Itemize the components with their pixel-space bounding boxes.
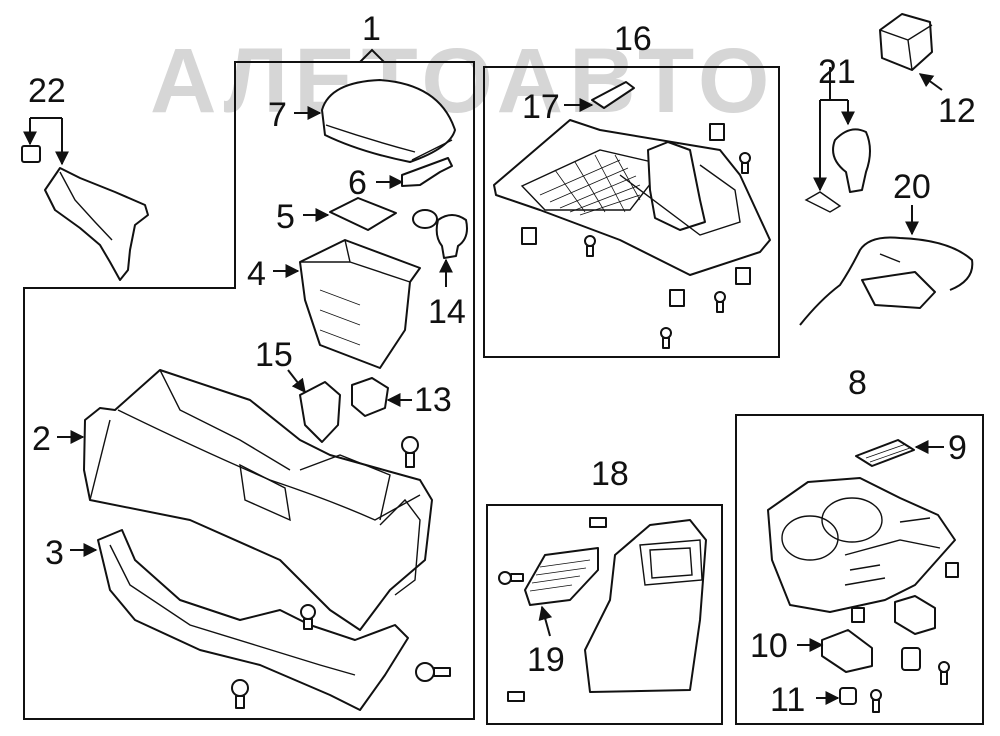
callout-12: 12 xyxy=(938,92,976,130)
part-10-switch xyxy=(821,629,873,673)
part-3-lower-rail xyxy=(97,529,409,711)
part-21-shift-knob xyxy=(804,128,871,213)
clips-cup-holder xyxy=(839,562,959,713)
leader-lines xyxy=(23,48,944,705)
part-12-switch xyxy=(879,13,933,71)
part-5-mat xyxy=(329,197,397,231)
callout-3: 3 xyxy=(45,534,64,572)
group-frame-shift-panel xyxy=(483,66,780,358)
clips-shift-panel xyxy=(521,123,751,349)
callouts: 1 2 3 4 5 6 7 8 9 10 11 12 13 14 15 16 1… xyxy=(28,10,976,719)
group-frame-rear-console xyxy=(486,504,723,725)
part-8-cup-holder xyxy=(767,477,956,613)
group-frame-console xyxy=(23,61,475,720)
callout-20: 20 xyxy=(893,168,931,206)
fasteners-rear-console xyxy=(498,517,607,702)
callout-22: 22 xyxy=(28,72,66,110)
callout-2: 2 xyxy=(32,420,51,458)
group-frame-cup-holder xyxy=(735,414,984,725)
part-16-shift-panel xyxy=(493,81,771,276)
callout-11: 11 xyxy=(770,681,805,719)
callout-16: 16 xyxy=(614,20,652,58)
callout-15: 15 xyxy=(255,336,293,374)
callout-7: 7 xyxy=(268,96,287,134)
part-14-knob xyxy=(412,209,468,259)
callout-9: 9 xyxy=(948,429,967,467)
callout-1: 1 xyxy=(362,10,381,48)
fasteners-console xyxy=(231,436,451,709)
callout-18: 18 xyxy=(591,455,629,493)
callout-19: 19 xyxy=(527,641,565,679)
callout-21: 21 xyxy=(818,53,856,91)
callout-13: 13 xyxy=(414,381,452,419)
callout-10: 10 xyxy=(750,627,788,665)
part-19-vent xyxy=(524,547,599,606)
part-7-armrest-lid xyxy=(321,79,456,163)
callout-8: 8 xyxy=(848,364,867,402)
part-13-switch xyxy=(351,377,389,417)
callout-17: 17 xyxy=(522,88,560,126)
part-2-console-body xyxy=(83,369,433,631)
callout-6: 6 xyxy=(348,164,367,202)
part-18-rear-console xyxy=(584,519,707,693)
part-4-storage-box xyxy=(299,239,421,369)
part-22-side-trim xyxy=(21,145,149,281)
callout-5: 5 xyxy=(276,198,295,236)
part-15-bracket xyxy=(299,381,341,443)
callout-14: 14 xyxy=(428,293,466,331)
callout-4: 4 xyxy=(247,255,266,293)
part-20-cable xyxy=(799,236,974,326)
watermark: АЛЕТОАВТО xyxy=(150,30,776,132)
